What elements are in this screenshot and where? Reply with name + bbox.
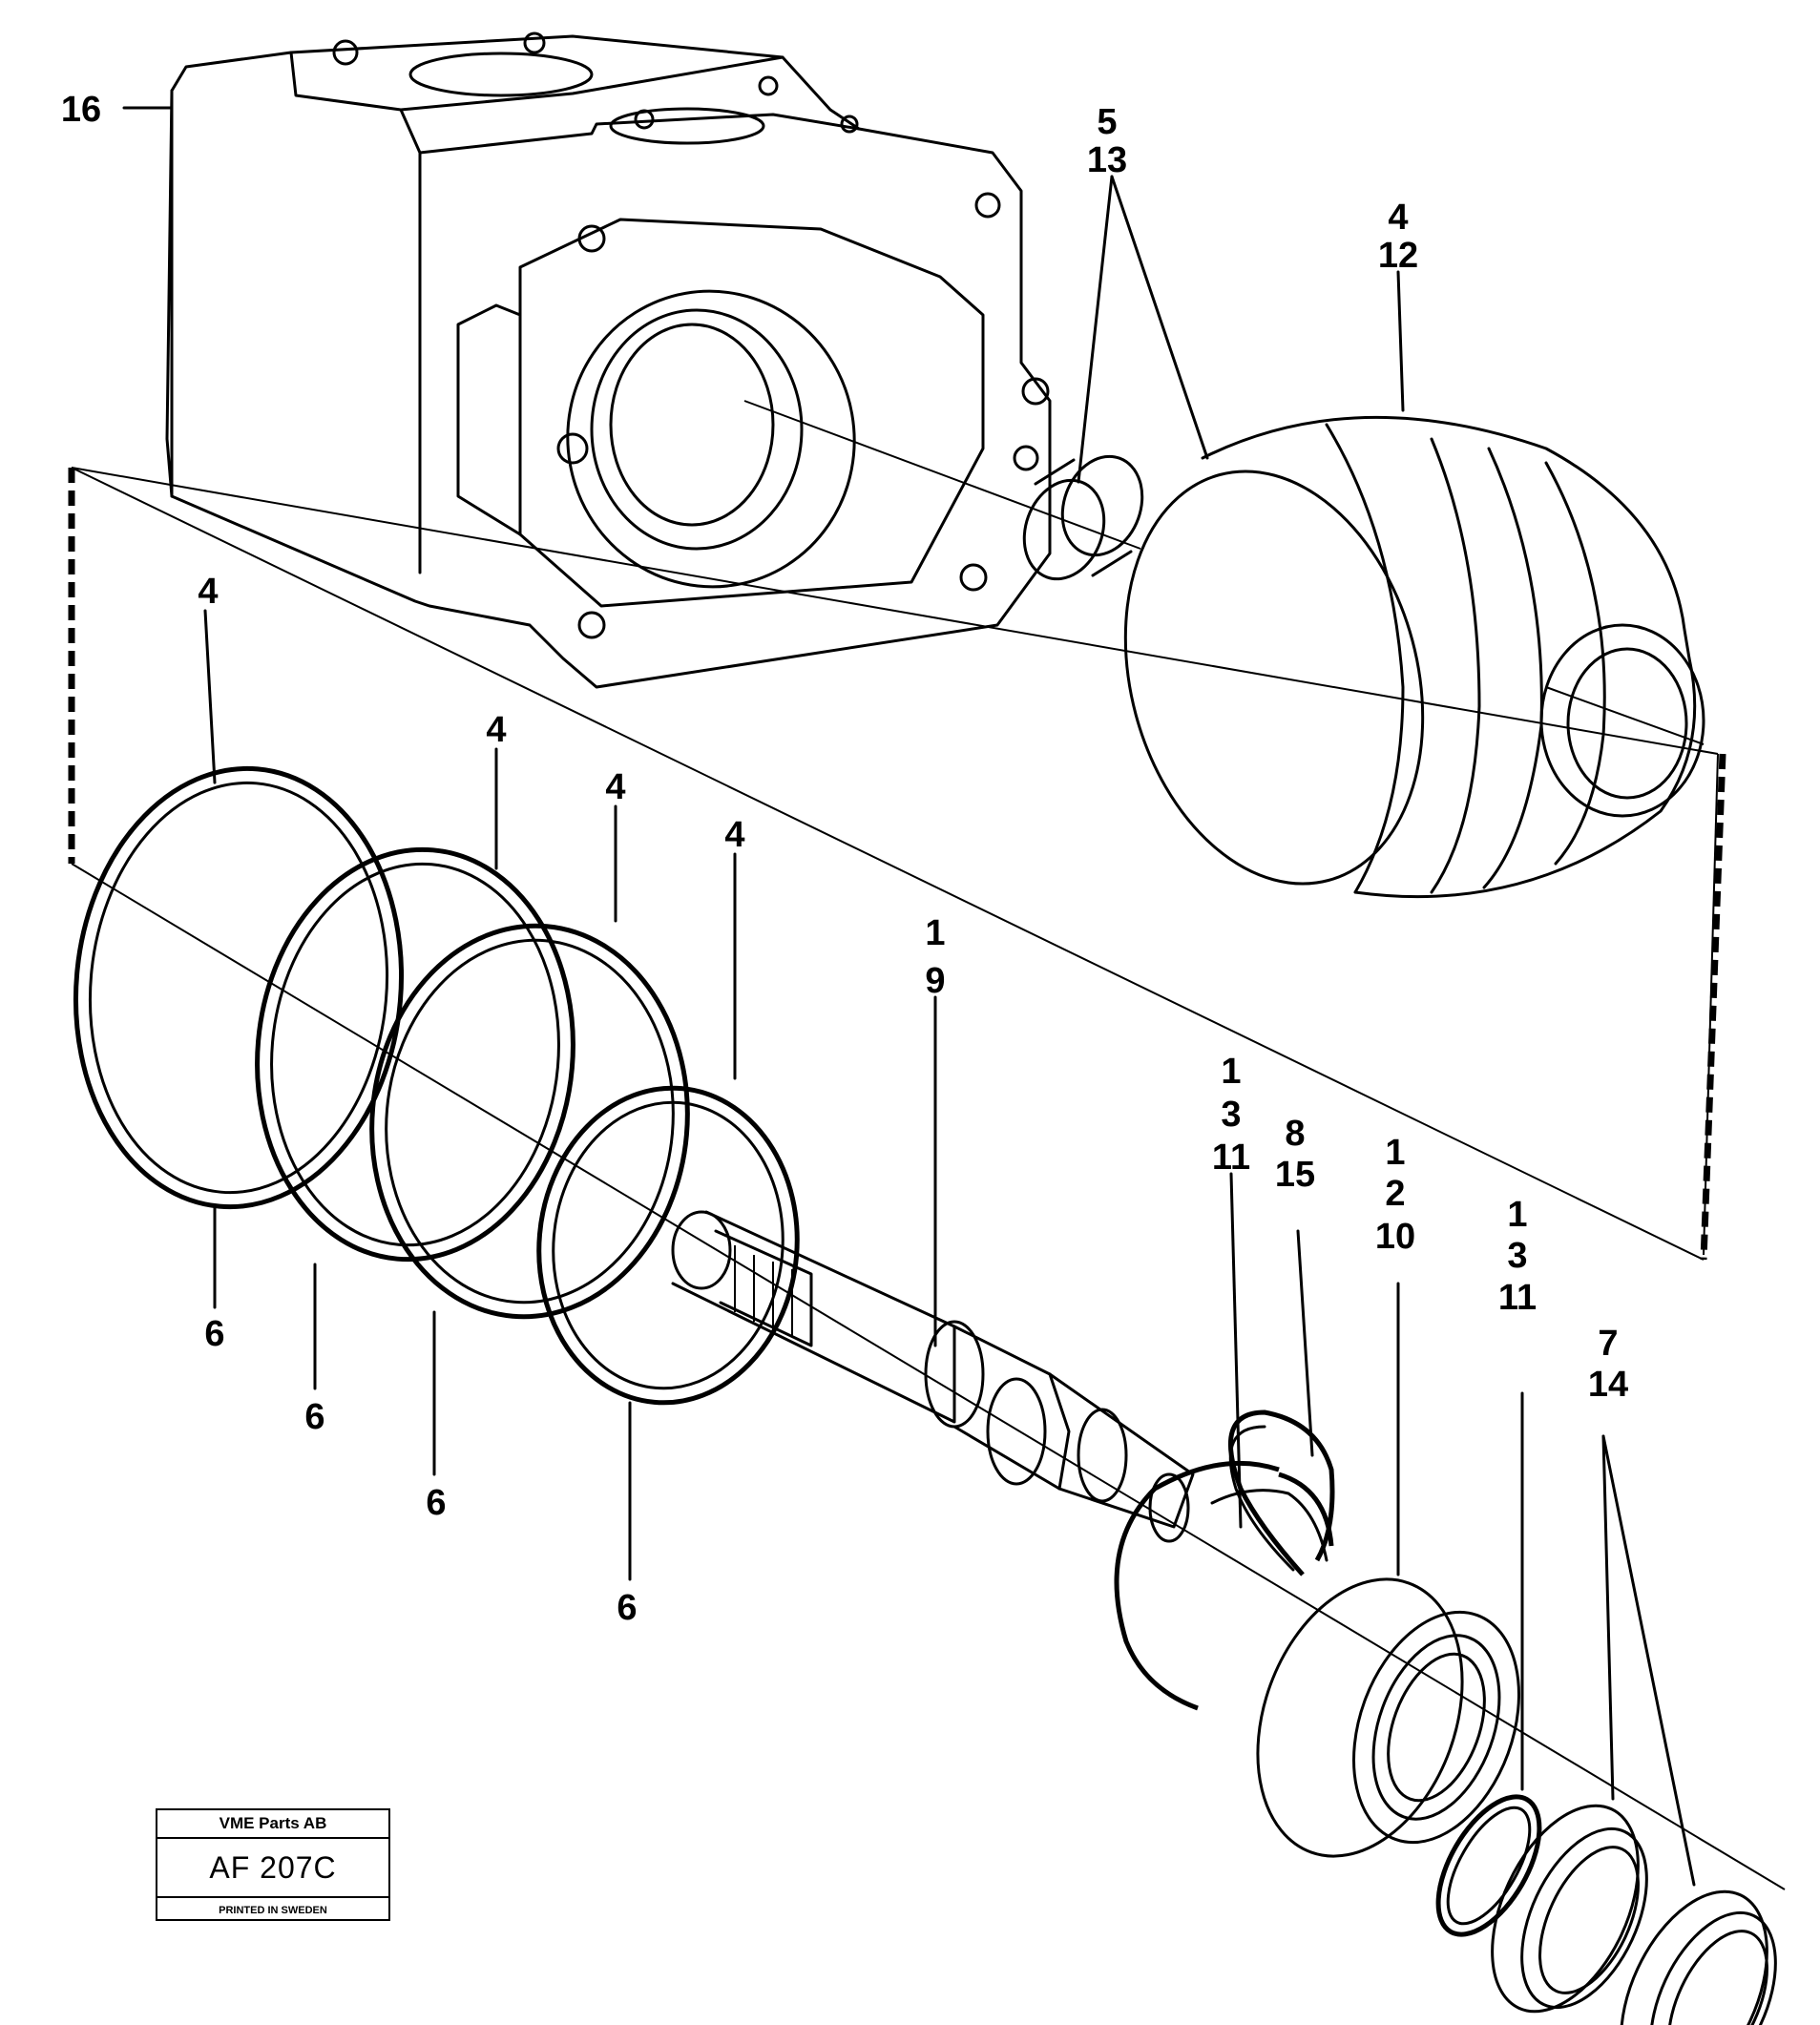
callout-2: 2 [1385, 1174, 1405, 1214]
axis-line-lower [71, 863, 1786, 1890]
shaft-seals [1491, 1804, 1777, 2025]
bushing [1022, 454, 1144, 581]
leader-lines [122, 106, 1696, 1887]
callout-11-snapring-b: 11 [1498, 1278, 1537, 1318]
callouts: 16 5 13 4 12 4 4 4 4 6 6 6 6 1 9 1 3 11 … [61, 90, 1628, 1628]
callout-4-cartridge: 4 [1388, 198, 1408, 238]
callout-15: 15 [1275, 1155, 1315, 1195]
callout-10: 10 [1375, 1217, 1415, 1257]
callout-3-snapring-b: 3 [1507, 1236, 1527, 1276]
axis-line-upper [743, 400, 1141, 550]
callout-9: 9 [925, 961, 945, 1001]
pump-housing [165, 31, 1052, 689]
title-block-code: AF 207C [157, 1839, 388, 1898]
callout-1-snapring-b: 1 [1507, 1195, 1527, 1235]
callout-7: 7 [1598, 1324, 1618, 1364]
title-block-company: VME Parts AB [157, 1810, 388, 1839]
callout-6-ring-3: 6 [426, 1483, 446, 1523]
o-rings [73, 765, 800, 1406]
callout-4-ring-1: 4 [198, 572, 218, 612]
snap-rings [1114, 1409, 1542, 1937]
assembly-bracket [68, 467, 1726, 1261]
callout-5: 5 [1097, 102, 1117, 142]
callout-6-ring-2: 6 [304, 1397, 324, 1437]
callout-1-snapring-a: 1 [1221, 1052, 1241, 1092]
callout-16: 16 [61, 90, 101, 130]
axis-line-cartridge [1545, 686, 1705, 745]
callout-4-ring-3: 4 [605, 767, 625, 807]
bearing [1256, 1577, 1520, 1858]
callout-6-ring-1: 6 [204, 1314, 224, 1354]
title-block: VME Parts AB AF 207C PRINTED IN SWEDEN [156, 1808, 390, 1921]
callout-3-snapring-a: 3 [1221, 1095, 1241, 1135]
title-block-printed: PRINTED IN SWEDEN [219, 1905, 327, 1916]
callout-6-ring-4: 6 [617, 1588, 637, 1628]
callout-1-shaft: 1 [925, 913, 945, 953]
callout-13: 13 [1087, 140, 1127, 180]
callout-1-bearing: 1 [1385, 1133, 1405, 1173]
callout-4-ring-4: 4 [724, 815, 744, 855]
callout-8: 8 [1285, 1114, 1305, 1154]
callout-4-ring-2: 4 [486, 710, 506, 750]
callout-14: 14 [1588, 1365, 1628, 1405]
callout-11-snapring-a: 11 [1212, 1138, 1250, 1178]
drive-shaft [671, 1210, 1195, 1543]
pump-cartridge [1123, 415, 1705, 899]
callout-12: 12 [1378, 236, 1418, 276]
